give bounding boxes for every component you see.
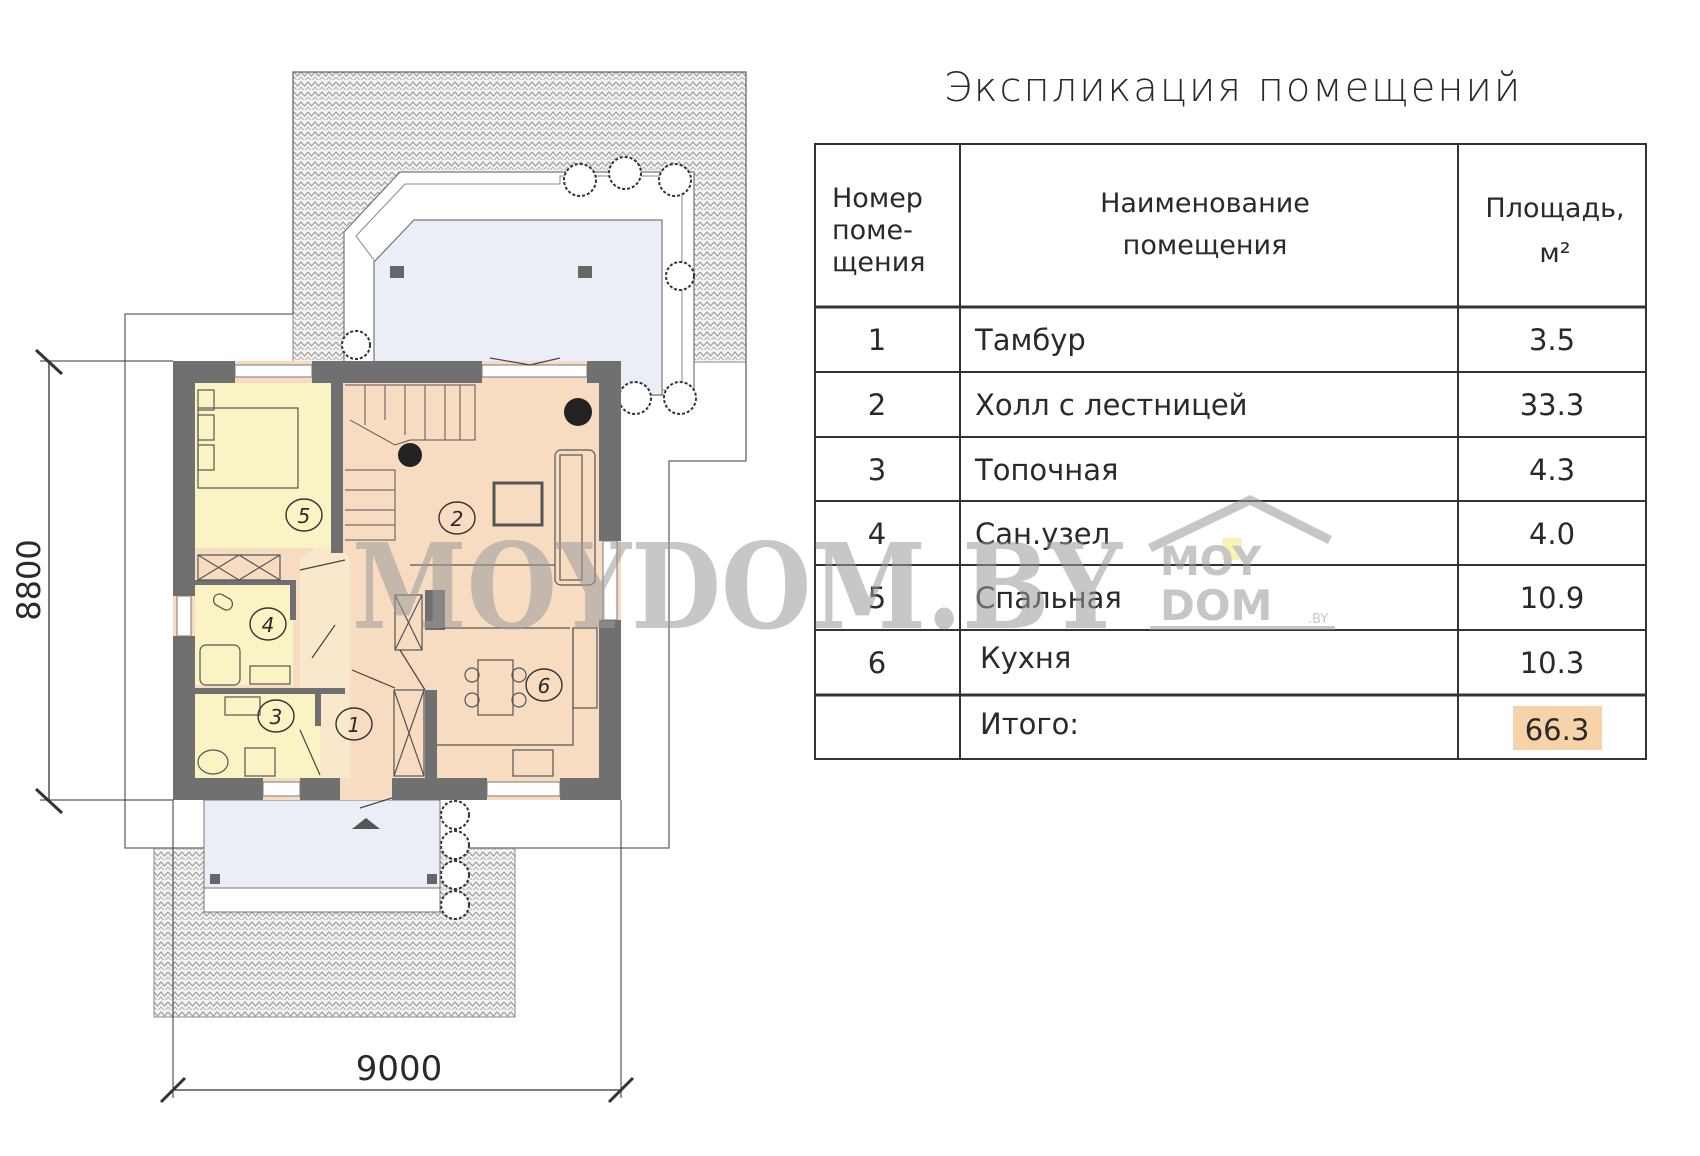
cell-area: 3.5 [1529, 323, 1575, 357]
svg-text:MOYDOM.BY: MOYDOM.BY [352, 517, 1124, 656]
watermark: MOYDOM.BY MOY DOM .BY [352, 494, 1335, 656]
door-swings [299, 357, 561, 809]
room-marker-label: 1 [348, 713, 361, 737]
plant-icon [564, 398, 592, 426]
room-3-floor [195, 694, 320, 778]
cell-name: Кухня [980, 641, 1071, 675]
cell-number: 6 [868, 646, 886, 680]
svg-text:MOY: MOY [1160, 539, 1262, 585]
total-value: 66.3 [1525, 713, 1590, 747]
header-area: Площадь, [1485, 193, 1624, 224]
room-markers: 1 2 3 4 5 6 [249, 498, 563, 741]
table-row: 6 Кухня 10.3 [868, 641, 1585, 680]
table-row: 2 Холл с лестницей 33.3 [868, 388, 1585, 422]
total-label: Итого: [980, 707, 1079, 741]
room-4-floor [195, 585, 293, 685]
furniture [197, 389, 598, 777]
header-area: м² [1539, 238, 1570, 269]
room-marker-4: 4 [249, 607, 287, 641]
room-marker-3: 3 [257, 699, 295, 733]
table-row: 3 Топочная 4.3 [868, 453, 1575, 487]
cell-area: 10.3 [1520, 646, 1585, 680]
watermark-logo: MOY DOM .BY [1148, 494, 1335, 630]
entrance-arrow-icon [352, 818, 380, 829]
room-marker-2: 2 [438, 501, 476, 535]
cell-number: 3 [868, 453, 886, 487]
cell-area: 33.3 [1520, 388, 1585, 422]
dimension-width-label: 9000 [356, 1049, 443, 1089]
table-row: 1 Тамбур 3.5 [868, 323, 1575, 357]
room-marker-label: 3 [270, 705, 283, 729]
shrub-icons [341, 156, 697, 920]
svg-text:.BY: .BY [1308, 612, 1328, 627]
header-name: Наименование [1100, 188, 1310, 219]
table-title: Экспликация помещений [944, 65, 1522, 111]
room-marker-label: 6 [538, 674, 551, 698]
terrace [341, 156, 697, 920]
cell-name: Тамбур [974, 323, 1086, 357]
room-marker-label: 5 [298, 504, 311, 528]
dimension-height-label: 8800 [10, 539, 48, 620]
cell-name: Топочная [974, 453, 1118, 487]
cell-number: 1 [868, 323, 886, 357]
header-number: Номер [832, 183, 923, 214]
cell-number: 2 [868, 388, 886, 422]
room-marker-label: 2 [451, 507, 464, 531]
site-outline [124, 71, 747, 849]
house: 1 2 3 4 5 6 [173, 357, 621, 809]
svg-text:DOM: DOM [1160, 581, 1272, 630]
table-row: 5 Спальная 10.9 [868, 581, 1585, 615]
explication-table: Экспликация помещений Номер поме- щения … [814, 65, 1647, 760]
room-marker-6: 6 [525, 668, 563, 702]
table-row: 4 Сан.узел 4.0 [868, 517, 1575, 551]
staircase [345, 384, 476, 541]
cell-name: Сан.узел [975, 517, 1110, 551]
room-5-floor [195, 383, 331, 548]
cell-area: 10.9 [1520, 581, 1585, 615]
table-total-row: Итого: 66.3 [980, 706, 1602, 750]
plant-icon [398, 443, 422, 467]
room-marker-1: 1 [335, 707, 373, 741]
room-marker-5: 5 [285, 498, 323, 532]
cell-number: 4 [868, 517, 886, 551]
dimension-width [159, 800, 635, 1104]
room-marker-label: 4 [262, 613, 275, 637]
cell-area: 4.0 [1529, 517, 1575, 551]
cell-area: 4.3 [1529, 453, 1575, 487]
total-highlight [1513, 706, 1602, 750]
header-number: поме- [832, 215, 913, 246]
cell-name: Холл с лестницей [975, 388, 1248, 422]
cell-name: Спальная [975, 581, 1122, 615]
dimension-height [34, 348, 173, 815]
walls [173, 361, 621, 800]
header-number: щения [832, 247, 926, 278]
header-name: помещения [1123, 230, 1288, 261]
porch [203, 799, 441, 913]
cell-number: 5 [868, 581, 886, 615]
